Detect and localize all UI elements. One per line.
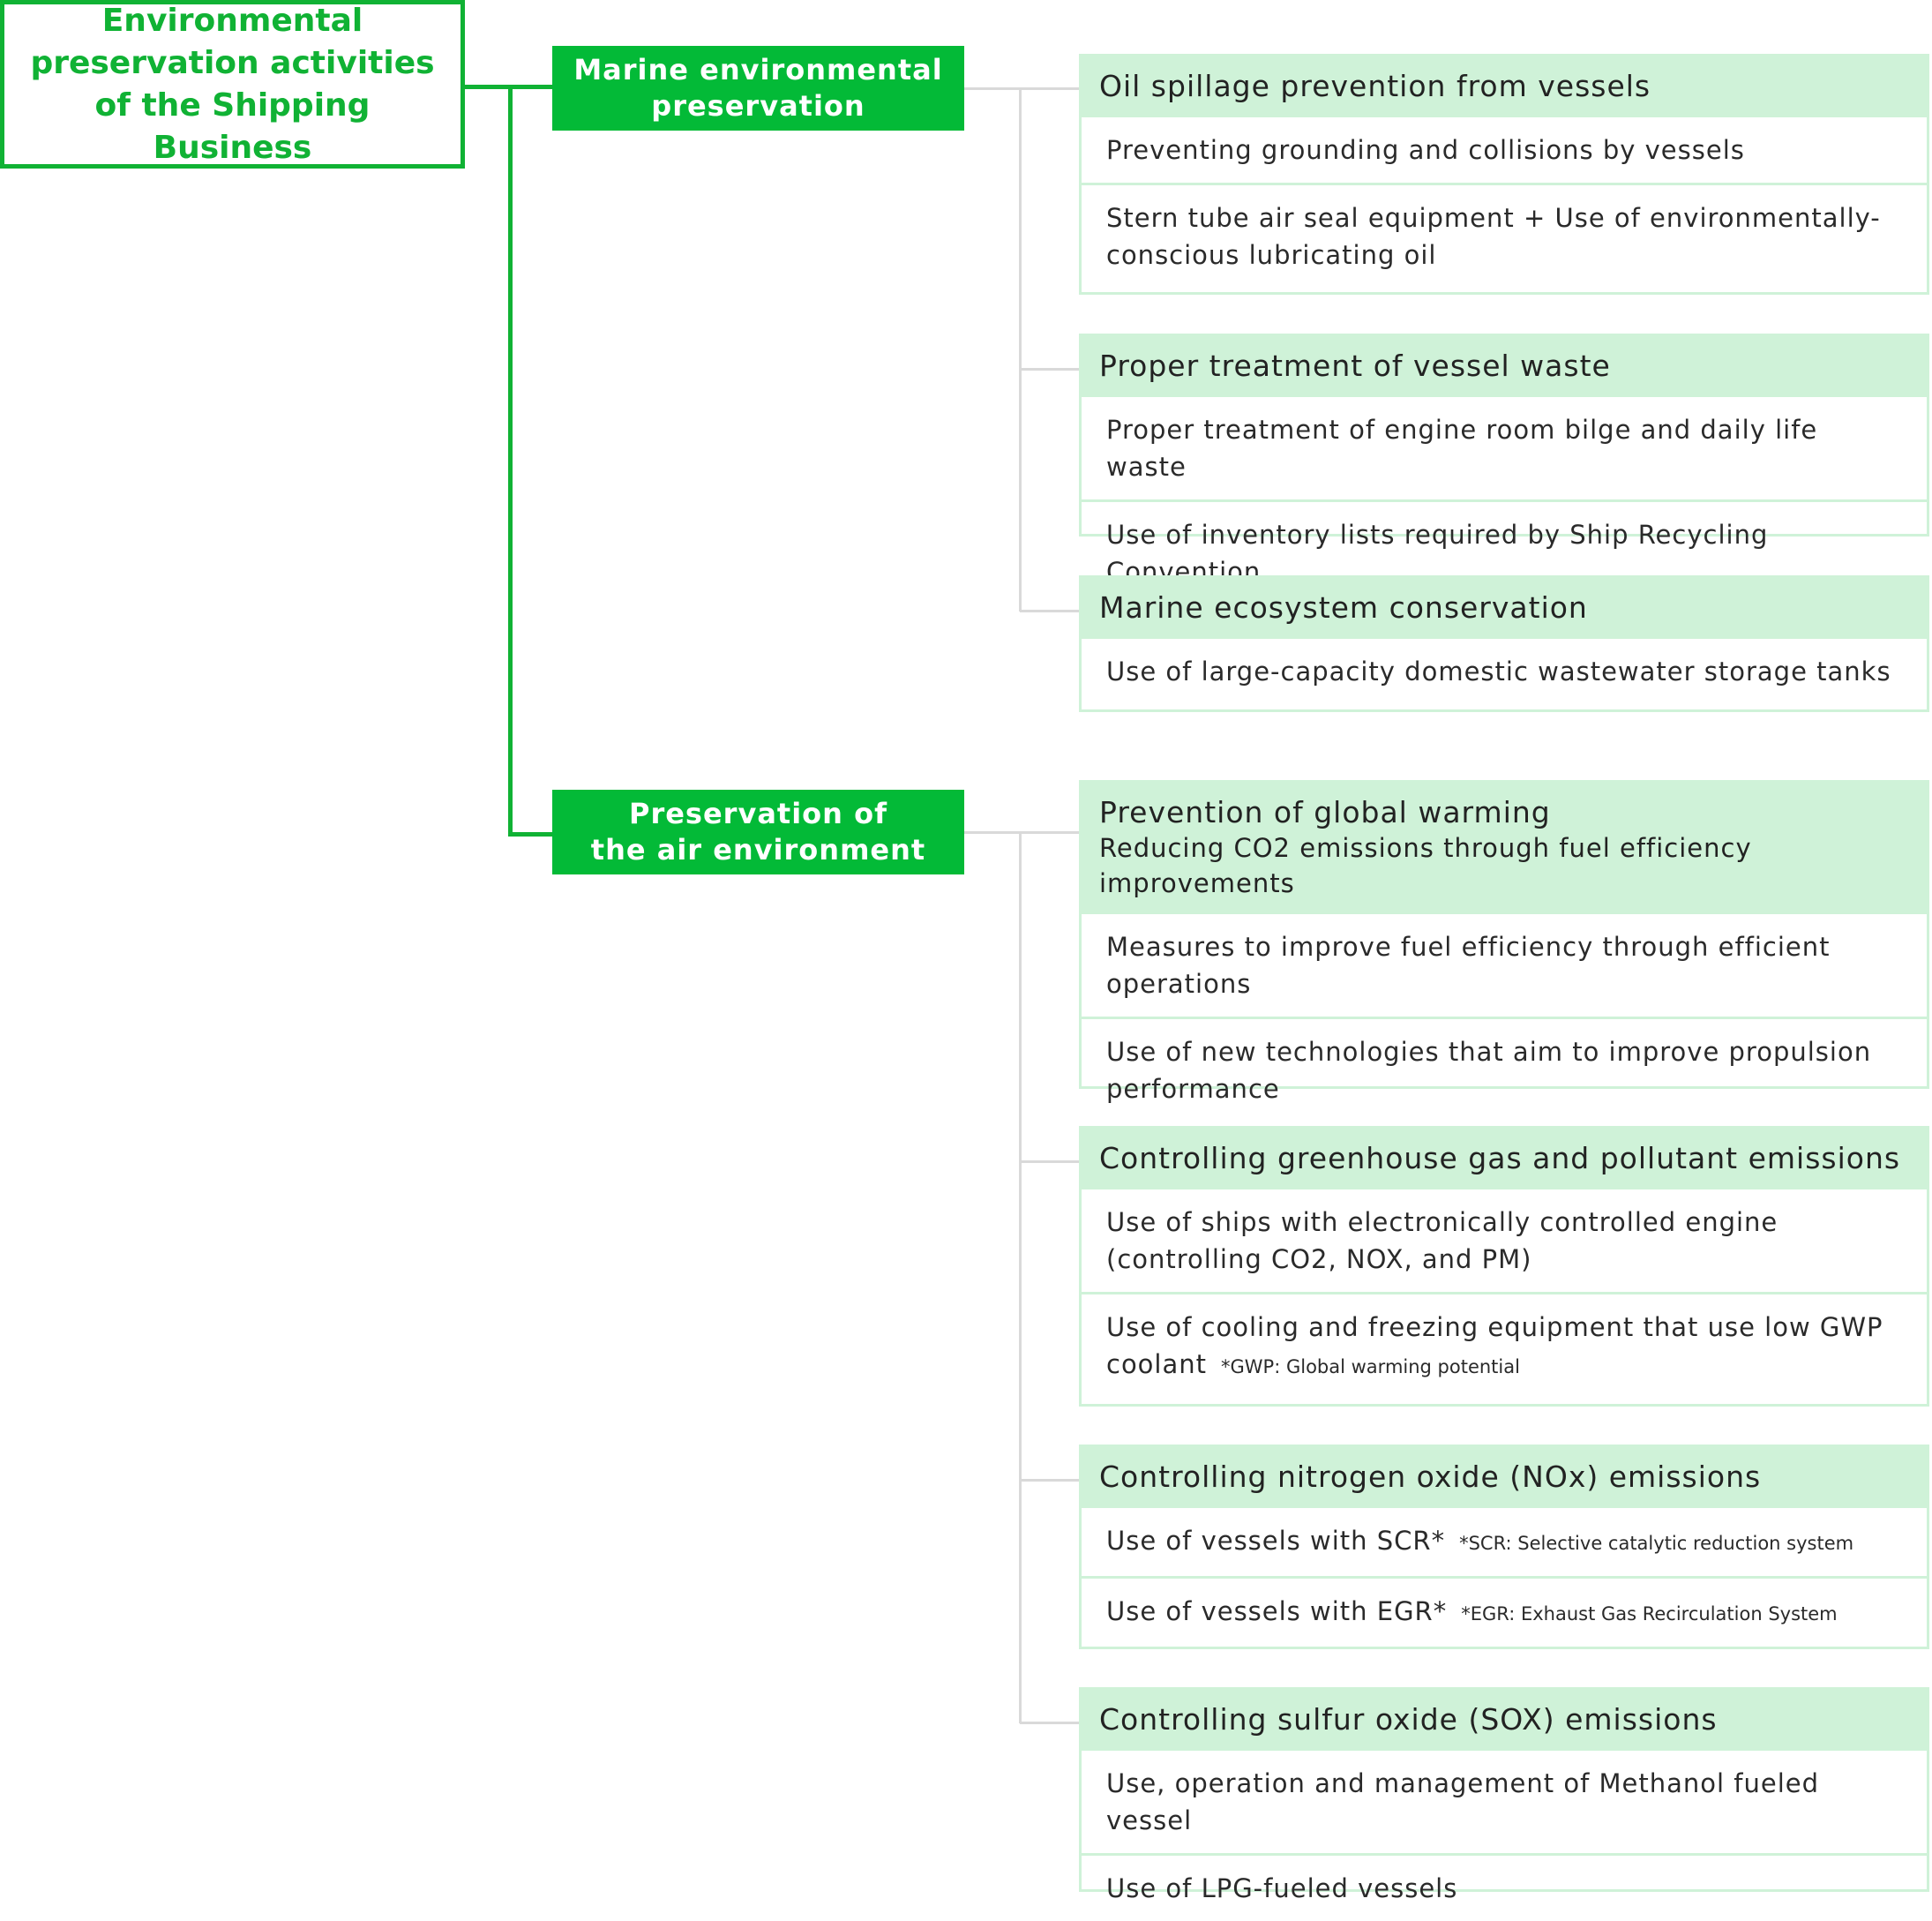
item-text: Use of vessels with SCR* <box>1106 1526 1446 1556</box>
group-subtitle: Reducing CO2 emissions through fuel effi… <box>1099 833 1752 898</box>
branch-trunk <box>508 85 513 837</box>
item-text: Stern tube air seal equipment + Use of e… <box>1106 203 1881 270</box>
group-title-text: Prevention of global warming <box>1099 795 1551 829</box>
item-text: Use, operation and management of Methano… <box>1106 1768 1820 1835</box>
item-text: Use of ships with electronically control… <box>1106 1207 1778 1274</box>
group-connector <box>1020 1722 1079 1724</box>
item-text: Use of large-capacity domestic wastewate… <box>1106 657 1891 687</box>
group-trunk <box>1019 87 1022 612</box>
list-item: Preventing grounding and collisions by v… <box>1082 115 1927 183</box>
group-title-text: Oil spillage prevention from vessels <box>1099 69 1651 103</box>
list-item: Proper treatment of engine room bilge an… <box>1082 394 1927 499</box>
group-connector <box>1020 1160 1079 1163</box>
group-title-text: Controlling greenhouse gas and pollutant… <box>1099 1141 1901 1175</box>
item-text: Use of vessels with EGR* <box>1106 1596 1448 1626</box>
item-footnote: *EGR: Exhaust Gas Recirculation System <box>1461 1603 1838 1625</box>
group-title: Marine ecosystem conservation <box>1082 578 1927 636</box>
group-connector <box>1020 1479 1079 1482</box>
list-item: Use of LPG-fueled vessels <box>1082 1853 1927 1921</box>
group-title: Oil spillage prevention from vessels <box>1082 56 1927 115</box>
group-title: Proper treatment of vessel waste <box>1082 336 1927 394</box>
list-item: Use of vessels with EGR* *EGR: Exhaust Ga… <box>1082 1576 1927 1647</box>
category-connector <box>964 831 1020 834</box>
item-text: Preventing grounding and collisions by v… <box>1106 135 1745 165</box>
item-text: Use of cooling and freezing equipment th… <box>1106 1312 1883 1379</box>
list-item: Use of large-capacity domestic wastewate… <box>1082 636 1927 704</box>
item-footnote: *GWP: Global warming potential <box>1221 1356 1520 1377</box>
list-item: Stern tube air seal equipment + Use of e… <box>1082 183 1927 288</box>
list-item: Use of cooling and freezing equipment th… <box>1082 1292 1927 1399</box>
item-text: Measures to improve fuel efficiency thro… <box>1106 932 1831 999</box>
group-box: Controlling nitrogen oxide (NOx) emissio… <box>1079 1445 1929 1649</box>
group-title-text: Controlling nitrogen oxide (NOx) emissio… <box>1099 1460 1762 1494</box>
category-node: Marine environmental preservation <box>552 46 964 131</box>
group-connector <box>1020 368 1079 371</box>
group-title: Controlling greenhouse gas and pollutant… <box>1082 1129 1927 1187</box>
item-text: Proper treatment of engine room bilge an… <box>1106 415 1818 482</box>
item-text: Use of new technologies that aim to impr… <box>1106 1037 1872 1104</box>
branch-to-category <box>508 832 556 837</box>
group-title-text: Controlling sulfur oxide (SOX) emissions <box>1099 1702 1718 1737</box>
list-item: Measures to improve fuel efficiency thro… <box>1082 912 1927 1017</box>
group-connector <box>1020 610 1079 612</box>
group-connector <box>1020 831 1079 834</box>
group-title: Controlling nitrogen oxide (NOx) emissio… <box>1082 1447 1927 1505</box>
group-box: Controlling sulfur oxide (SOX) emissions… <box>1079 1687 1929 1903</box>
list-item: Use of vessels with SCR* *SCR: Selective … <box>1082 1505 1927 1576</box>
group-title: Controlling sulfur oxide (SOX) emissions <box>1082 1690 1927 1748</box>
category-node: Preservation of the air environment <box>552 790 964 874</box>
group-connector <box>1020 87 1079 90</box>
item-text: Use of LPG-fueled vessels <box>1106 1873 1458 1903</box>
list-item: Use, operation and management of Methano… <box>1082 1748 1927 1853</box>
group-title-text: Marine ecosystem conservation <box>1099 590 1588 625</box>
item-footnote: *SCR: Selective catalytic reduction syst… <box>1459 1533 1854 1554</box>
category-connector <box>964 87 1020 90</box>
group-box: Controlling greenhouse gas and pollutant… <box>1079 1126 1929 1407</box>
root-node: Environmental preservation activities of… <box>0 0 465 169</box>
list-item: Use of new technologies that aim to impr… <box>1082 1017 1927 1122</box>
group-trunk <box>1019 831 1022 1723</box>
list-item: Use of ships with electronically control… <box>1082 1187 1927 1292</box>
group-title-text: Proper treatment of vessel waste <box>1099 349 1611 383</box>
